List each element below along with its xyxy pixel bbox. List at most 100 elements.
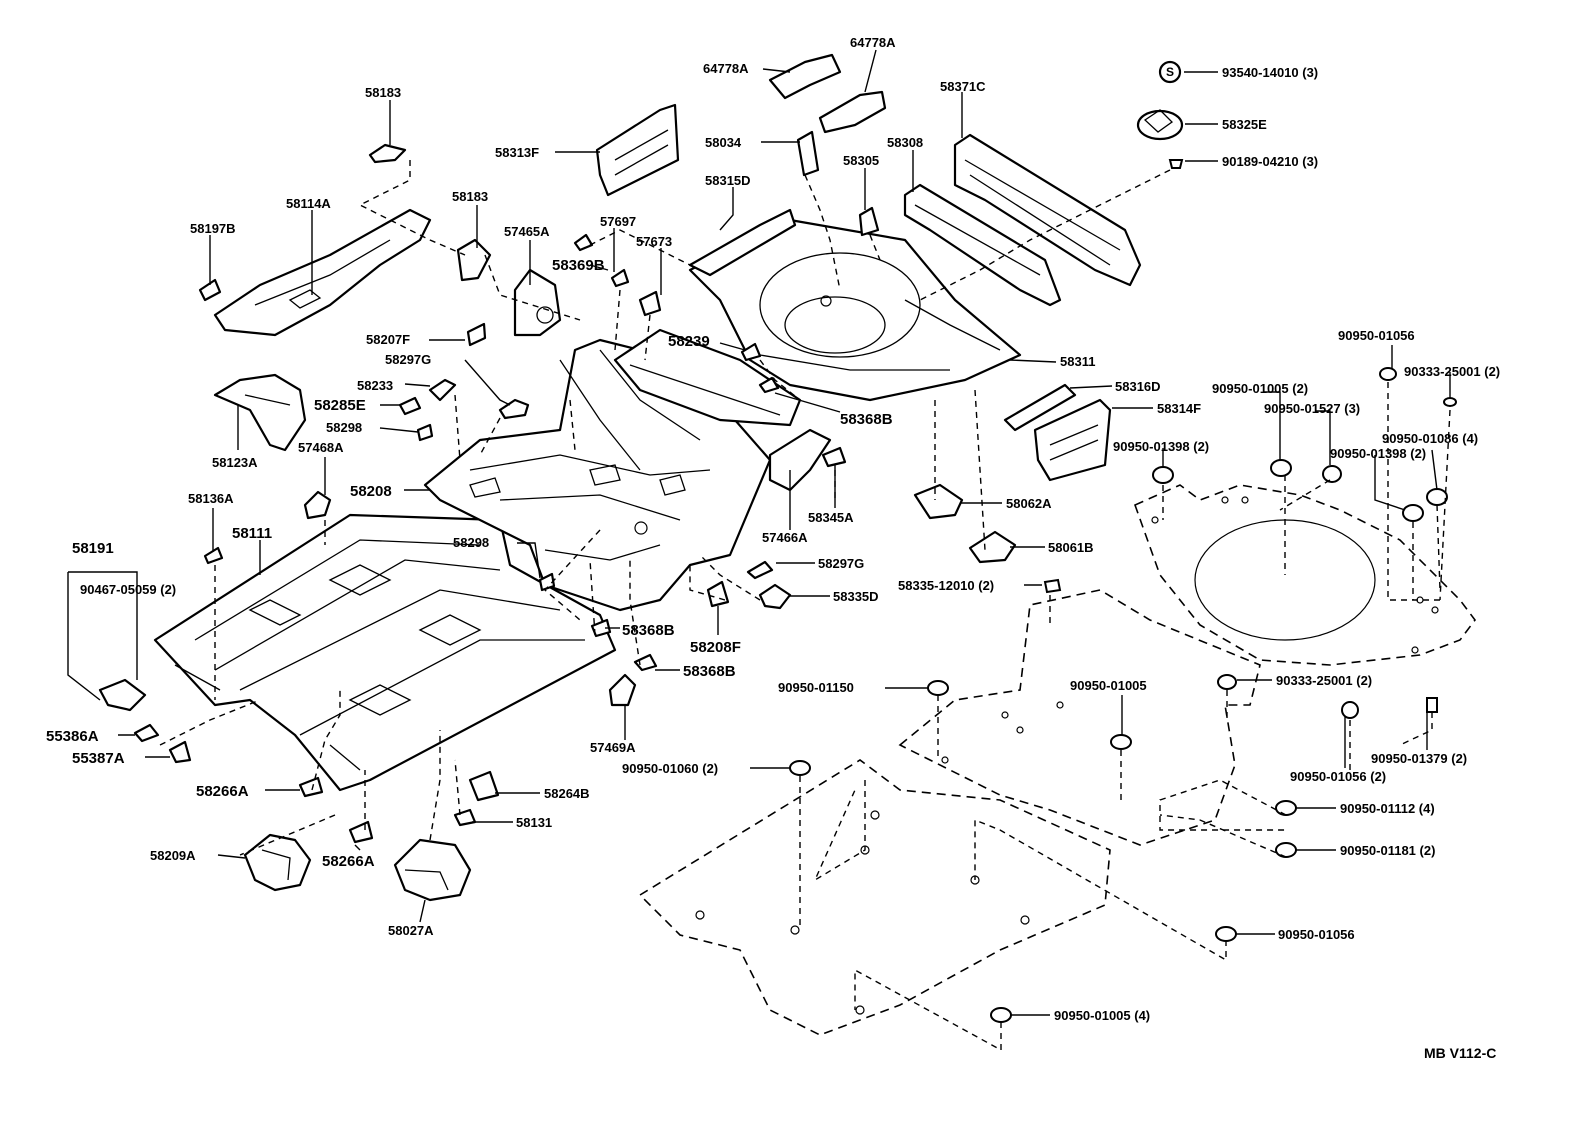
part-label: 64778A [850,35,896,50]
bracket-58335-12010 [1043,578,1062,594]
rear-end-panel-upper [953,133,1142,287]
part-label: 90950-01112 (4) [1340,801,1435,816]
bracket-58209a [243,833,312,892]
assembly-lines [159,160,1451,1052]
bracket-58297g-upper [498,398,530,420]
front-side-member-left [213,208,432,337]
front-floor-pan [153,513,617,792]
part-label: 58325E [1222,117,1267,132]
part-label: 58368B [683,663,736,680]
part-label: 90950-01181 (2) [1340,843,1435,858]
part-label: 58111 [232,525,272,542]
part-label: 58311 [1060,354,1095,369]
part-label: 90467-05059 (2) [80,582,176,597]
part-label: 58183 [452,189,488,204]
dash-panel-bracket [213,373,307,452]
part-label: 58233 [357,378,393,393]
part-label: 93540-14010 (3) [1222,65,1318,80]
bracket-58207f [466,322,487,347]
spare-tire-clamp-bolt [796,130,820,177]
bracket-58368b-lower [633,653,658,672]
rear-inner-panel-right [1033,398,1112,482]
bracket-58062a [913,483,964,520]
part-label: 90950-01005 (2) [1212,381,1308,396]
part-label: 58131 [516,815,552,830]
service-mark-letter: S [1166,65,1174,79]
part-label: 58266A [196,783,249,800]
part-label: 58197B [190,221,236,236]
bracket-58239 [740,342,762,362]
part-label: 90950-01086 (4) [1382,431,1478,446]
part-label: 58123A [212,455,258,470]
bracket-58335d [758,583,792,610]
bracket-58183-upper [368,143,407,164]
part-label: 90950-01527 (3) [1264,401,1360,416]
leader-lines [67,49,1451,1016]
part-label: 90950-01379 (2) [1371,751,1467,766]
wheelhouse-filler-right [768,428,832,492]
part-label: 90950-01398 (2) [1113,439,1209,454]
rear-inner-panel-left [595,103,680,197]
bracket-58345a [821,446,847,468]
cover-pad-lower [818,90,887,134]
part-label: 57468A [298,440,344,455]
part-label: 90189-04210 (3) [1222,154,1318,169]
part-label: 90333-25001 (2) [1276,673,1372,688]
part-label: 90950-01056 [1338,328,1415,343]
small-screw [1168,159,1184,169]
bracket-57673 [638,290,662,317]
bracket-58027a [393,838,472,902]
part-label: 55387A [72,750,125,767]
part-label: 58062A [1006,496,1052,511]
bracket-58297g-lower [746,560,774,580]
part-label: 58369B [552,257,605,274]
part-label: 58308 [887,135,923,150]
bracket-58191 [98,678,147,712]
part-label: 58208F [690,639,741,656]
part-labels: 58183 58183 64778A 64778A 58371C 93540-1… [46,35,1500,1023]
part-label: 57697 [600,214,636,229]
rear-seat-brace-left [513,268,562,337]
bracket-58369b [610,268,630,288]
cover-pad-upper [768,53,842,100]
part-label: 57469A [590,740,636,755]
bracket-58233 [428,378,457,402]
part-label: 58298 [453,535,489,550]
diagram-code: MB V112-C [1424,1045,1496,1061]
rear-floor-cross-member [613,328,802,427]
part-label: 90950-01150 [778,680,854,695]
spare-tire-hold-down-plate [1136,109,1184,141]
part-label: 58315D [705,173,751,188]
rear-floor-side-member-left [688,208,797,277]
part-label: 58191 [72,540,114,557]
part-label: 58114A [286,196,331,211]
bracket-57468a [303,490,332,520]
part-label: 57673 [636,234,672,249]
part-label: 58136A [188,491,234,506]
bracket-58208f [706,580,730,608]
bracket-55386a [133,723,160,743]
part-label: 90950-01398 (2) [1330,446,1426,461]
part-label: 58313F [495,145,539,160]
part-label: 58371C [940,79,986,94]
bracket-58298-upper [416,423,434,442]
part-label: 58183 [365,85,401,100]
bracket-55387a [168,740,192,764]
part-label: 58368B [622,622,675,639]
bracket-58061b [968,530,1017,564]
part-label: 55386A [46,728,99,745]
part-label: 57466A [762,530,808,545]
bracket-57697 [573,233,594,252]
bracket-58266a-lower [348,820,374,844]
part-label: 58027A [388,923,434,938]
rear-floor-silencer-sheet [898,589,1261,846]
part-label: 58207F [366,332,410,347]
part-label: 58239 [668,333,710,350]
part-label: 90950-01056 [1278,927,1355,942]
part-label: 90950-01060 (2) [622,761,718,776]
part-label: 58264B [544,786,590,801]
bracket-58264b [468,770,500,802]
part-label: 58345A [808,510,854,525]
bracket-58368b-upper [758,376,780,394]
